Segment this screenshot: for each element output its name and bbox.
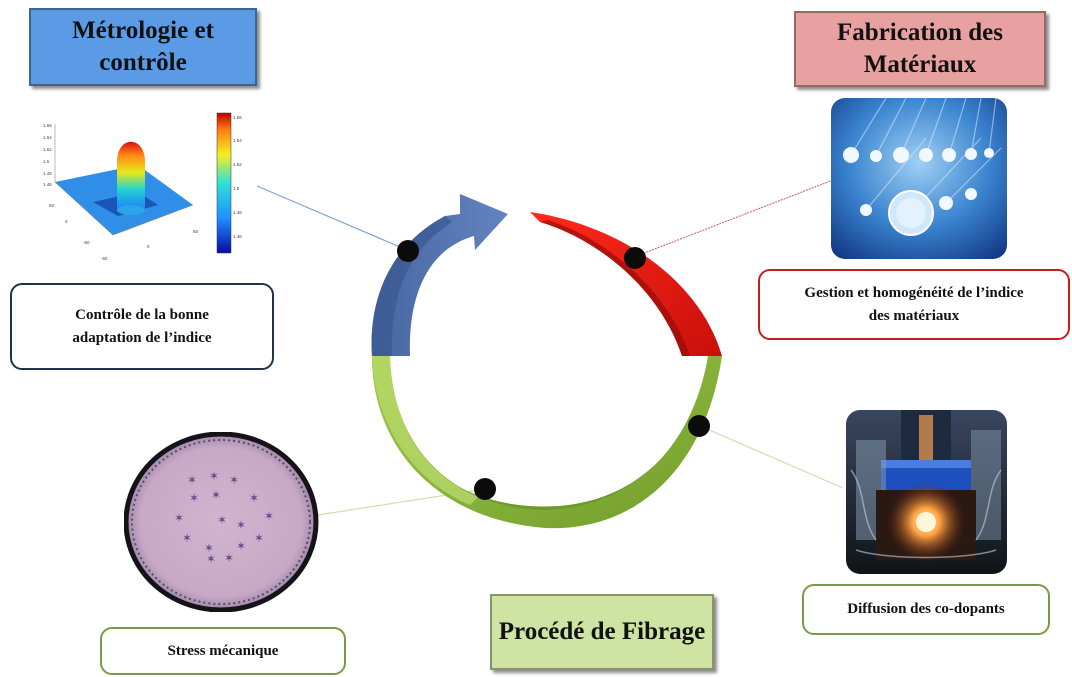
cycle-segment-green-rim — [372, 356, 478, 505]
plot-x-axis — [112, 204, 194, 236]
plot-colorbar-tick: 1.54 — [233, 138, 242, 143]
svg-text:✶: ✶ — [206, 552, 216, 566]
svg-text:✶: ✶ — [182, 531, 192, 545]
svg-text:✶: ✶ — [249, 491, 259, 505]
svg-text:✶: ✶ — [209, 469, 219, 483]
label-stress-text: Stress mécanique — [167, 642, 279, 659]
plot-z-tick: 1.54 — [43, 135, 52, 140]
cycle-segment-blue — [371, 194, 508, 356]
svg-text:✶: ✶ — [229, 473, 239, 487]
plot-colorbar-tick: 1.5 — [233, 186, 240, 191]
plot-index-bump — [117, 141, 145, 210]
label-stress: Stress mécanique — [100, 627, 346, 675]
cycle-segment-green — [372, 356, 722, 529]
header-metrologie: Métrologie et contrôle — [29, 8, 257, 86]
cycle-node-green-right — [688, 415, 710, 437]
header-fabrication: Fabrication des Matériaux — [794, 11, 1046, 87]
cycle-node-blue — [397, 240, 419, 262]
cycle-segment-blue-shade — [371, 216, 452, 356]
fiber-drawing-furnace-photo — [846, 410, 1007, 574]
label-diffusion: Diffusion des co-dopants — [802, 584, 1050, 635]
header-metrologie-text: Métrologie et contrôle — [72, 17, 214, 76]
cycle-segment-red — [530, 212, 722, 356]
glass-rods-photo — [831, 98, 1007, 259]
svg-text:✶: ✶ — [236, 539, 246, 553]
svg-text:✶: ✶ — [174, 511, 184, 525]
furnace-svg — [846, 410, 1007, 574]
svg-text:✶: ✶ — [236, 518, 246, 532]
svg-text:✶: ✶ — [187, 473, 197, 487]
header-fibrage-text: Procédé de Fibrage — [498, 618, 706, 645]
svg-text:✶: ✶ — [264, 509, 274, 523]
svg-text:✶: ✶ — [211, 488, 221, 502]
connector-metrologie — [256, 185, 408, 251]
plot-z-tick: 1.48 — [43, 171, 52, 176]
plot-x-tick: 0 — [147, 244, 150, 249]
svg-text:✶: ✶ — [254, 531, 264, 545]
svg-text:✶: ✶ — [217, 513, 227, 527]
connector-diffusion — [699, 425, 844, 489]
plot-z-tick: 1.5 — [43, 159, 50, 164]
cycle-node-red — [624, 247, 646, 269]
label-gestion: Gestion et homogénéité de l’indice des m… — [758, 269, 1070, 340]
plot-colorbar-tick: 1.46 — [233, 234, 242, 239]
plot-z-tick: 1.46 — [43, 182, 52, 187]
plot-y-tick: 0 — [65, 219, 68, 224]
plot-x-tick: 50 — [193, 229, 199, 234]
label-controle: Contrôle de la bonne adaptation de l’ind… — [10, 283, 274, 370]
label-controle-text: Contrôle de la bonne adaptation de l’ind… — [72, 306, 212, 346]
header-fabrication-text: Fabrication des Matériaux — [837, 19, 1003, 78]
plot-colorbar — [216, 112, 232, 254]
connector-fabrication — [633, 179, 834, 258]
refractive-index-profile-3d-plot: 1.56 1.54 1.52 1.5 1.48 1.46 50 0 -50 -5… — [43, 110, 243, 265]
plot-colorbar-tick: 1.48 — [233, 210, 242, 215]
plot-colorbar-tick: 1.56 — [233, 115, 242, 120]
cycle-node-green-bottom — [474, 478, 496, 500]
plot-z-tick: 1.52 — [43, 147, 52, 152]
index-plot-svg: 1.56 1.54 1.52 1.5 1.48 1.46 50 0 -50 -5… — [43, 112, 242, 261]
microstructured-fiber-cross-section: ✶ ✶ ✶ ✶ ✶ ✶ ✶ ✶ ✶ ✶ ✶ ✶ ✶ ✶ ✶ ✶ — [124, 432, 319, 612]
label-gestion-text: Gestion et homogénéité de l’indice des m… — [804, 284, 1024, 324]
plot-z-tick: 1.56 — [43, 123, 52, 128]
svg-text:✶: ✶ — [204, 541, 214, 555]
glass-rods-svg — [831, 98, 1007, 259]
svg-text:✶: ✶ — [224, 551, 234, 565]
plot-x-tick: -50 — [101, 256, 108, 261]
label-diffusion-text: Diffusion des co-dopants — [847, 601, 1005, 617]
svg-text:✶: ✶ — [189, 491, 199, 505]
header-fibrage: Procédé de Fibrage — [490, 594, 714, 670]
fiber-section-svg: ✶ ✶ ✶ ✶ ✶ ✶ ✶ ✶ ✶ ✶ ✶ ✶ ✶ ✶ ✶ ✶ — [124, 432, 319, 612]
cycle-segment-green-shadow — [372, 356, 722, 522]
plot-y-tick: -50 — [83, 240, 90, 245]
plot-y-tick: 50 — [49, 203, 55, 208]
plot-bump-base — [117, 205, 145, 215]
plot-y-axis — [54, 181, 114, 236]
plot-colorbar-tick: 1.52 — [233, 162, 242, 167]
